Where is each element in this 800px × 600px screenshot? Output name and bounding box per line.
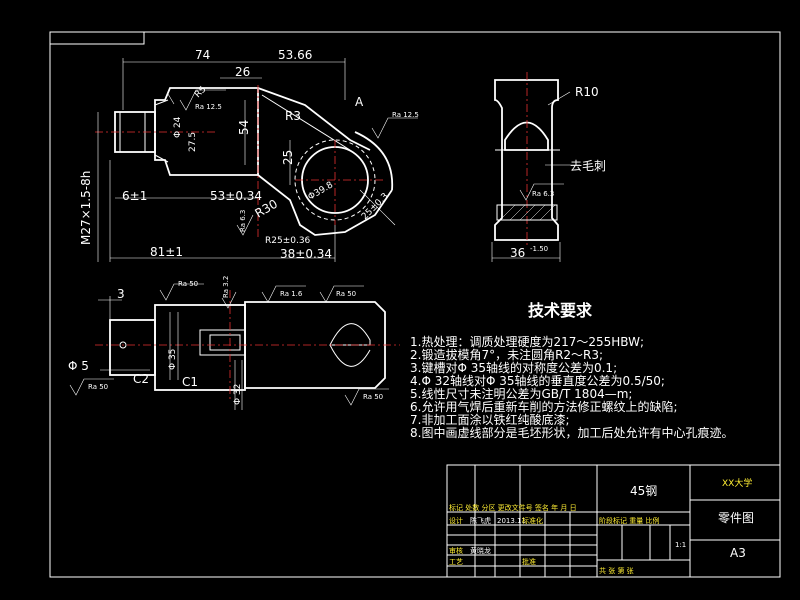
dim-6: 6±1 (122, 189, 147, 203)
ra-50-c: Ra 50 (88, 383, 108, 391)
tb-stage-header: 阶段标记 重量 比例 (599, 516, 659, 525)
note-line-5: 5.线性尺寸未注明公差为GB/T 1804—m; (410, 386, 632, 401)
dim-thread: M27×1.5-8h (79, 171, 93, 245)
chamfer-c1: C1 (182, 375, 198, 389)
ra-6-3-side: Ra 6.3 (532, 190, 554, 198)
note-line-8: 8.图中画虚线部分是毛坯形状，加工后处允许有中心孔痕迹。 (410, 425, 733, 440)
note-line-4: 4.Φ 32轴线对Φ 35轴线的垂直度公差为0.5/50; (410, 373, 665, 388)
tb-designer-label: 设计 (449, 516, 463, 525)
ra-50-d: Ra 50 (363, 393, 383, 401)
bottom-view (69, 283, 400, 410)
tb-drawing-name: 零件图 (718, 511, 754, 525)
tb-school: XX大学 (722, 477, 752, 489)
dim-r3: R3 (285, 109, 301, 123)
chamfer-c2: C2 (133, 372, 149, 386)
dim-36: 36 (510, 246, 525, 260)
dim-74: 74 (195, 48, 210, 62)
datum-a: A (355, 95, 364, 109)
ra-50-a: Ra 50 (178, 280, 198, 288)
dim-3: 3 (117, 287, 125, 301)
notes-heading: 技术要求 (528, 301, 593, 320)
tb-std-label: 标准化 (522, 516, 543, 525)
dim-81: 81±1 (150, 245, 183, 259)
dim-26: 26 (235, 65, 250, 79)
dim-r25: R25±0.36 (265, 236, 311, 246)
tb-approve-label: 批准 (522, 557, 536, 566)
tb-scale: 1:1 (675, 541, 686, 549)
hatched-band (496, 204, 558, 221)
tb-rev-header: 标记 处数 分区 更改文件号 签名 年 月 日 (449, 503, 577, 512)
dim-phi5: Φ 5 (68, 359, 89, 373)
label-deburr: 去毛刺 (570, 159, 606, 173)
tb-process-label: 工艺 (449, 558, 463, 566)
dim-phi35: Φ 35 (168, 349, 178, 370)
tb-check-label: 审核 (449, 546, 463, 555)
dim-53: 53±0.34 (210, 189, 262, 203)
ra-12-5-a: Ra 12.5 (195, 103, 222, 111)
ra-12-5-b: Ra 12.5 (392, 111, 419, 119)
tb-material: 45钢 (630, 484, 657, 498)
dim-phi39: Φ39.8 (307, 180, 336, 202)
tb-check-name: 黄晓龙 (470, 546, 491, 555)
side-view (491, 72, 580, 262)
main-view (95, 58, 418, 262)
note-line-2: 2.锻造拔模角7°，未注圆角R2～R3; (410, 347, 603, 362)
dim-phi32: Φ 32 (233, 384, 243, 405)
ra-1-6: Ra 1.6 (280, 290, 303, 298)
tb-sheet-count: 共 张 第 张 (599, 566, 634, 575)
drawing-frame (49, 31, 781, 578)
dim-25: 25 (281, 150, 295, 165)
ra-3-2: Ra 3.2 (222, 276, 230, 298)
dim-r5: R5 (193, 85, 209, 101)
dim-phi24: Φ 24 (173, 116, 183, 138)
dim-38: 38±0.34 (280, 247, 332, 261)
code-box (49, 31, 145, 45)
dim-r10: R10 (575, 85, 599, 99)
note-line-1: 1.热处理：调质处理硬度为217～255HBW; (410, 334, 644, 349)
dim-53-66: 53.66 (278, 48, 312, 62)
dim-36-tol: -1.50 (530, 245, 548, 253)
title-block (446, 464, 781, 578)
note-line-3: 3.键槽对Φ 35轴线的对称度公差为0.1; (410, 360, 617, 375)
dim-54: 54 (237, 120, 251, 135)
tb-sheet-size: A3 (730, 546, 746, 560)
note-line-6: 6.允许用气焊后重新车削的方法修正螺纹上的缺陷; (410, 399, 678, 414)
ra-50-b: Ra 50 (336, 290, 356, 298)
dim-27-5: 27.5 (188, 132, 198, 152)
tb-designer-name: 陈飞虎 (470, 516, 491, 525)
ra-6-3-top: Ra 6.3 (239, 210, 247, 232)
note-line-7: 7.非加工面涂以铁红纯酸底漆; (410, 412, 570, 427)
tb-design-date: 2013.11 (497, 517, 526, 525)
